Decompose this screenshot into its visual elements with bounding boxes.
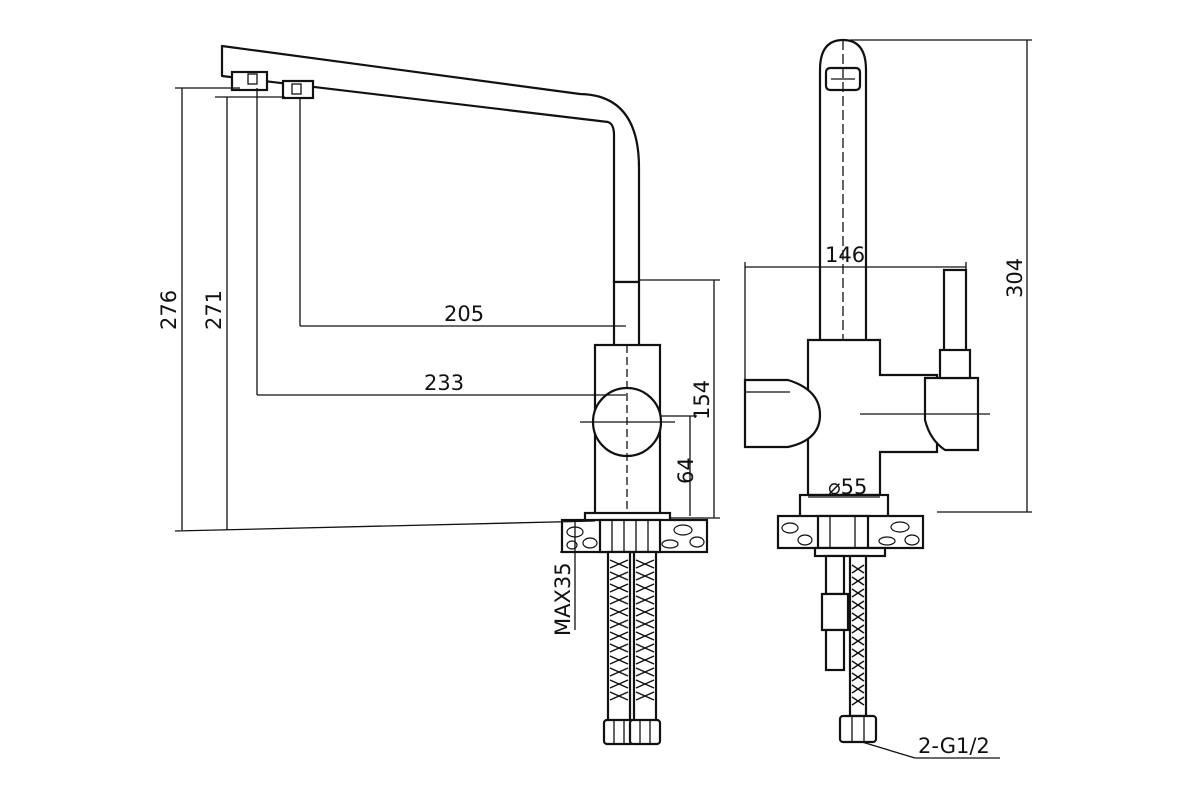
dim-64: 64 xyxy=(674,457,698,484)
dimension-lines-left xyxy=(174,87,720,630)
front-view: 304 146 ⌀55 2-G1/2 xyxy=(743,38,1032,759)
dim-276: 276 xyxy=(157,290,181,330)
dim-304: 304 xyxy=(1003,258,1027,298)
countertop-left xyxy=(560,518,709,554)
hoses-left xyxy=(602,550,662,746)
nozzle-left xyxy=(230,70,269,92)
dim-max35: MAX35 xyxy=(551,562,575,636)
spout-outline xyxy=(220,44,641,284)
dim-146: 146 xyxy=(825,243,865,267)
dim-205: 205 xyxy=(444,302,484,326)
hoses-right xyxy=(820,554,878,744)
lever xyxy=(942,268,968,354)
dim-271: 271 xyxy=(202,290,226,330)
dim-diameter-55: ⌀55 xyxy=(828,475,867,499)
dim-154: 154 xyxy=(690,380,714,420)
countertop-right xyxy=(776,514,925,550)
left-handle xyxy=(743,378,822,449)
dimension-lines-right xyxy=(744,39,1032,759)
connection-label: 2-G1/2 xyxy=(918,734,990,758)
nozzle-right xyxy=(281,79,315,100)
body-cross xyxy=(806,338,939,497)
dim-233: 233 xyxy=(424,371,464,395)
side-view: 276 271 205 233 154 64 MAX35 xyxy=(157,44,720,746)
